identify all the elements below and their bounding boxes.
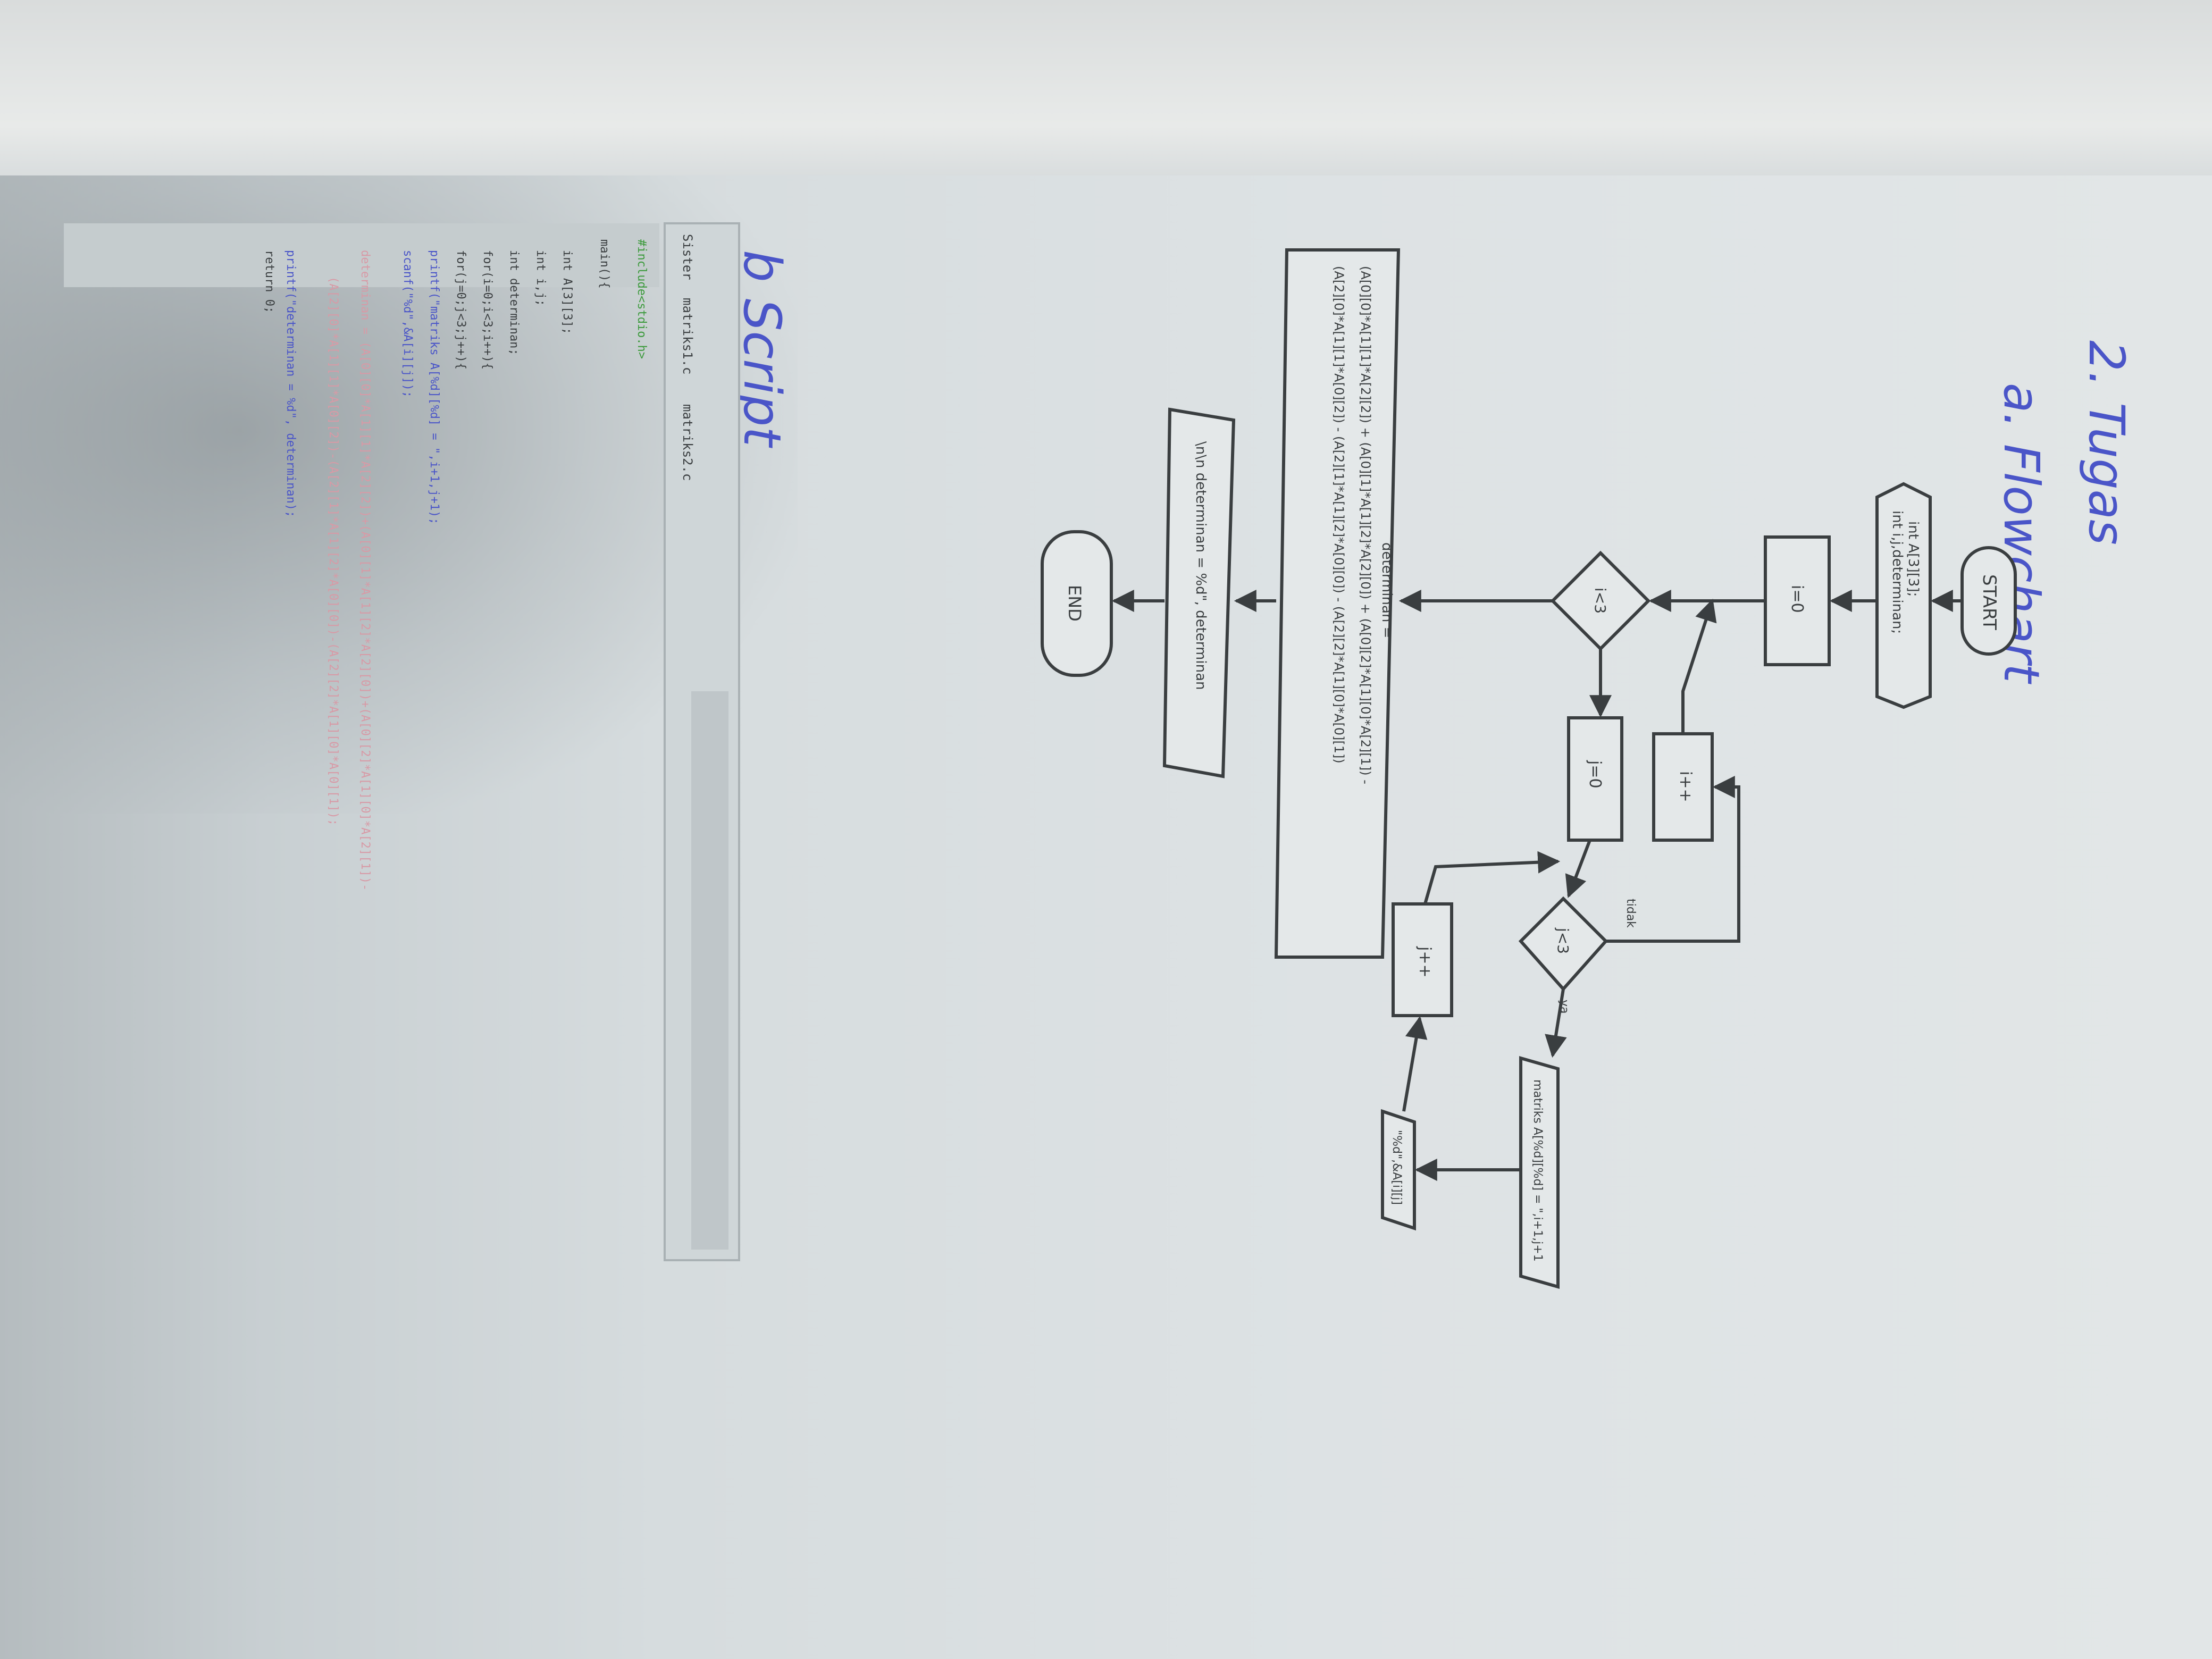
- conn-condj-yes-input: [1545, 988, 1567, 1058]
- flow-init-j: [1567, 716, 1623, 842]
- code-line: determinan = (A[0][0]*A[1][1]*A[2][2])+(…: [358, 250, 372, 891]
- flow-init-j-label: j=0: [1586, 760, 1604, 789]
- flow-init-i-label: i=0: [1788, 585, 1806, 613]
- flow-inc-j: [1392, 902, 1453, 1017]
- flow-scan-label: "%d",&A[i][j]: [1390, 1130, 1403, 1205]
- conn-inci-back: [1681, 599, 1717, 734]
- code-line: for(i=0;i<3;i++){: [481, 250, 494, 370]
- flow-inc-i-label: i++: [1676, 771, 1695, 802]
- editor-scrollbar: [691, 691, 728, 1250]
- code-lines: #include<stdio.h> main(){ int A[3][3]; int …: [263, 239, 648, 891]
- code-line: return 0;: [263, 250, 276, 313]
- conn-initj-condj: [1565, 839, 1591, 898]
- flow-output: [1162, 407, 1236, 778]
- code-editor: Sister matriks1.c matriks2.c #include<st…: [64, 222, 740, 1261]
- flow-declare: [1875, 482, 1932, 709]
- flow-init-i: [1764, 535, 1831, 666]
- flow-det-line-1: (A[0][0]*A[1][1]*A[2][2]) + (A[0][1]*A[1…: [1358, 266, 1373, 784]
- flow-det-line-2: (A[2][0]*A[1][1]*A[0][2]) - (A[2][1]*A[1…: [1331, 266, 1346, 764]
- flow-det-label: determinan =: [1379, 542, 1395, 638]
- flow-input-prompt: [1519, 1056, 1560, 1289]
- conn-scan-incj: [1402, 1016, 1428, 1112]
- flow-output-label: \n\n determinan = %d", determinan: [1193, 441, 1209, 690]
- conn-incj-back: [1423, 851, 1561, 904]
- code-line: main(){: [598, 239, 611, 289]
- editor-tab-1: Sister: [680, 234, 695, 280]
- flow-cond-j-label: j<3: [1554, 927, 1572, 954]
- code-line: #include<stdio.h>: [635, 239, 648, 359]
- flowchart: START int A[3][3]; int i,j,determinan; i…: [1041, 248, 2017, 1289]
- code-line: scanf("%d",&A[i][j]);: [401, 250, 414, 398]
- flow-label-no: tidak: [1624, 899, 1637, 928]
- flow-inc-i: [1652, 732, 1714, 842]
- code-line: (A[2][0]*A[1][1]*A[0][2])-(A[2][1]*A[1][…: [326, 276, 340, 826]
- line-number-gutter: [64, 223, 659, 287]
- flow-input-prompt-label: matriks A[%d][%d] = ",i+1,j+1: [1531, 1079, 1544, 1262]
- flow-inc-j-label: j++: [1415, 946, 1434, 978]
- flow-end-label: END: [1065, 585, 1085, 622]
- editor-tab-2: matriks1.c: [680, 298, 695, 375]
- flow-cond-i-label: i<3: [1591, 588, 1609, 614]
- flow-scan: [1381, 1109, 1416, 1231]
- code-line: int A[3][3];: [560, 250, 574, 334]
- conn-condj-no-inci: [1606, 776, 1740, 943]
- editor-tab-3: matriks2.c: [680, 404, 695, 481]
- flow-declare-1: int A[3][3];: [1905, 521, 1921, 597]
- code-line: printf("matriks A[%d][%d] = ",i+1,j+1);: [428, 250, 441, 525]
- flow-determinant: [1274, 248, 1401, 959]
- code-line: printf("determinan = %d", determinan);: [284, 250, 297, 517]
- code-line: int i,j;: [534, 250, 547, 306]
- handwritten-script-label: b Script: [732, 250, 792, 448]
- flow-start-label: START: [1979, 574, 2000, 630]
- code-line: for(j=0;j<3;j++){: [454, 250, 467, 370]
- code-line: int determinan;: [507, 250, 521, 356]
- flow-end: [1041, 530, 1113, 677]
- flow-declare-2: int i,j,determinan;: [1889, 510, 1905, 634]
- handwritten-title: 2. Tugas: [2078, 340, 2135, 545]
